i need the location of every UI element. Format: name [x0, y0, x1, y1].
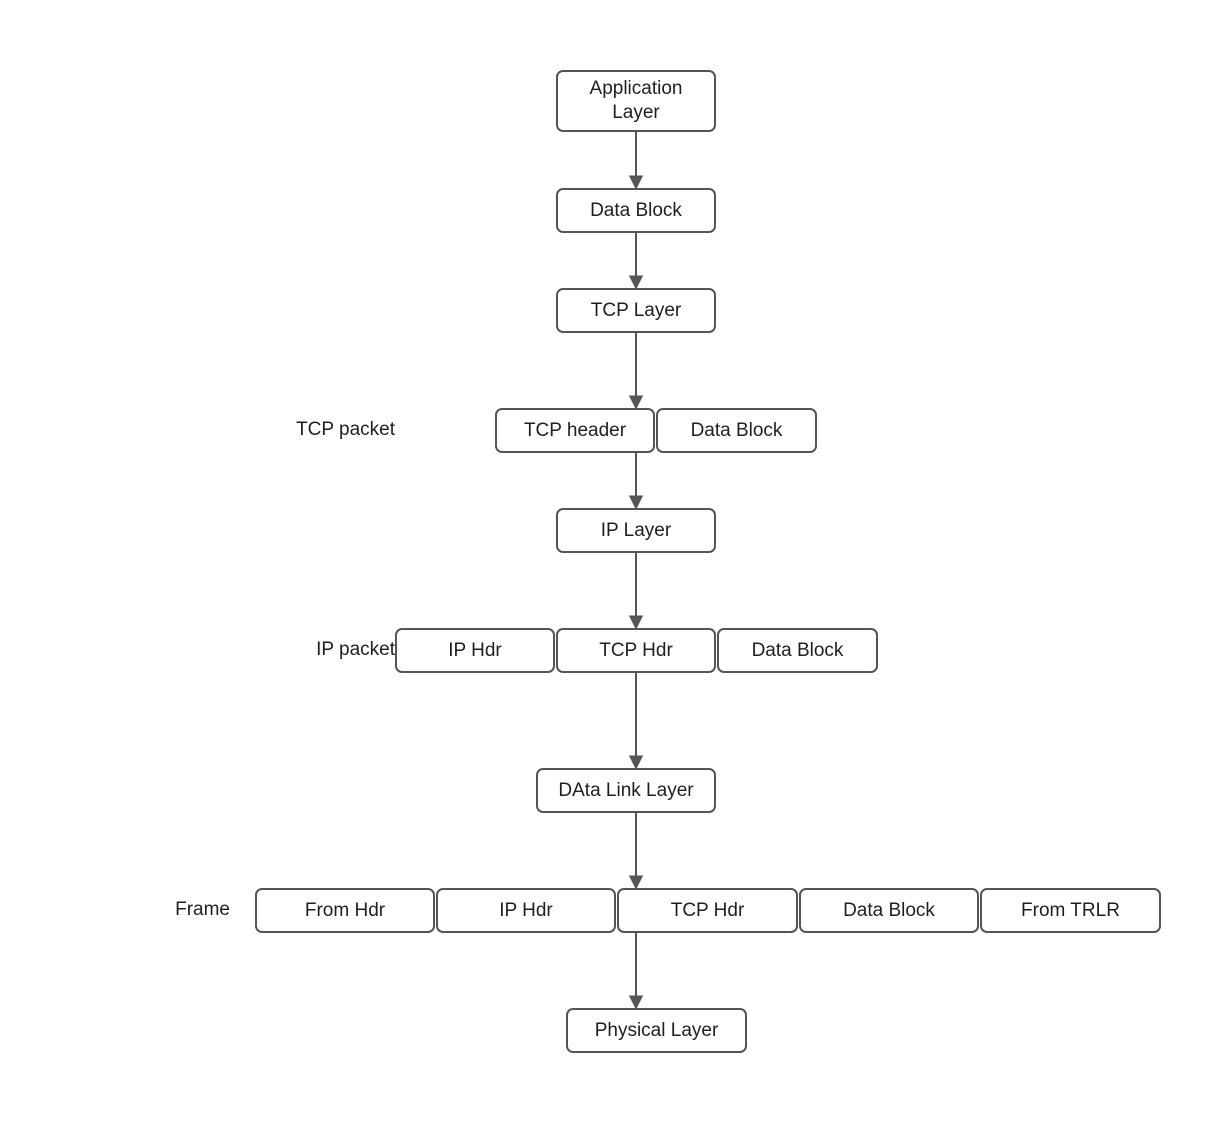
node-application-layer[interactable]: Application Layer	[556, 70, 716, 132]
node-ip-layer[interactable]: IP Layer	[556, 508, 716, 553]
segment-frame-4[interactable]: From TRLR	[980, 888, 1161, 933]
label-tcp-packet: TCP packet	[296, 419, 395, 440]
segment-frame-2[interactable]: TCP Hdr	[617, 888, 798, 933]
segment-tcp-packet-0[interactable]: TCP header	[495, 408, 655, 453]
label-frame: Frame	[175, 899, 230, 920]
segment-ip-packet-2[interactable]: Data Block	[717, 628, 878, 673]
segment-frame-3[interactable]: Data Block	[799, 888, 979, 933]
segment-frame-1[interactable]: IP Hdr	[436, 888, 616, 933]
segment-frame-0[interactable]: From Hdr	[255, 888, 435, 933]
segment-tcp-packet-1[interactable]: Data Block	[656, 408, 817, 453]
node-data-link-layer[interactable]: DAta Link Layer	[536, 768, 716, 813]
node-data-block[interactable]: Data Block	[556, 188, 716, 233]
segment-ip-packet-1[interactable]: TCP Hdr	[556, 628, 716, 673]
node-tcp-layer[interactable]: TCP Layer	[556, 288, 716, 333]
label-ip-packet: IP packet	[316, 639, 395, 660]
segment-ip-packet-0[interactable]: IP Hdr	[395, 628, 555, 673]
node-physical-layer[interactable]: Physical Layer	[566, 1008, 747, 1053]
